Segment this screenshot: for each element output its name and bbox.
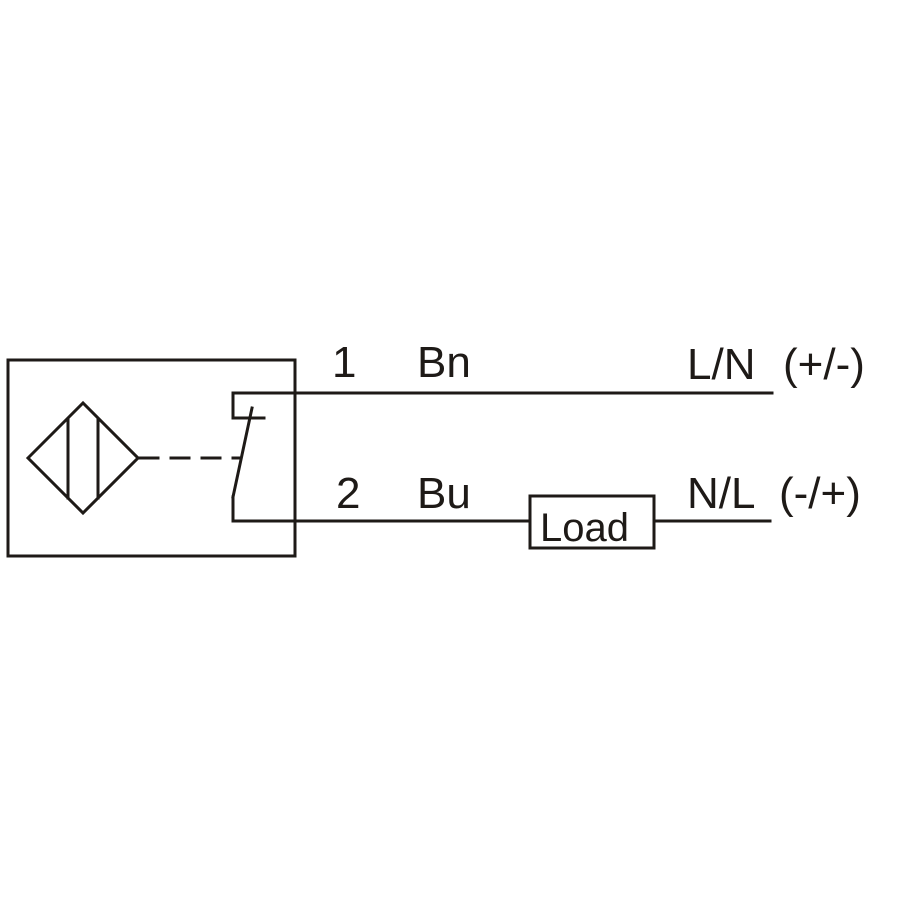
sensor-housing xyxy=(6,358,297,558)
wire-2-color-code: Bu xyxy=(417,469,471,518)
wire-1-color-code: Bn xyxy=(417,338,471,387)
wire-2-pin-number: 2 xyxy=(336,469,360,518)
wire-1-pin-number: 1 xyxy=(332,338,356,387)
wire-1-supply-label: L/N xyxy=(687,340,755,389)
wire-1-polarity-label: (+/-) xyxy=(783,340,865,389)
load-label: Load xyxy=(540,506,629,550)
wire-2-supply-label: N/L xyxy=(687,469,755,518)
inductive-sensor-diamond-icon xyxy=(25,400,141,516)
wire-2-polarity-label: (-/+) xyxy=(779,469,861,518)
normally-open-switch-icon xyxy=(231,391,297,523)
